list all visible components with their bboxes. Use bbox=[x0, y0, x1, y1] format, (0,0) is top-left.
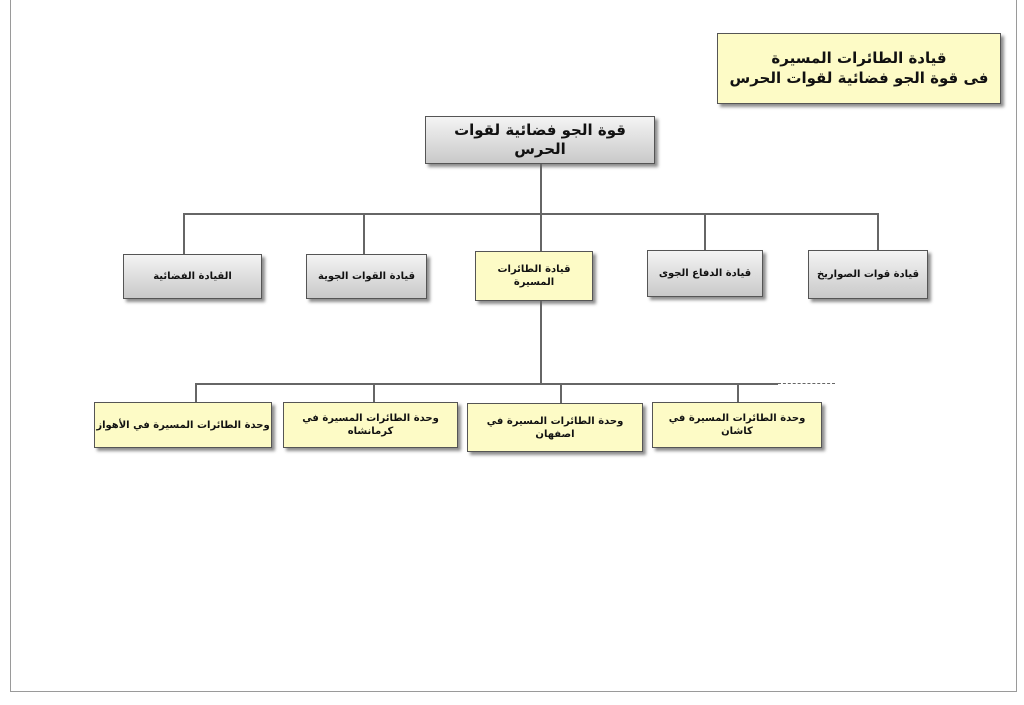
connector bbox=[540, 164, 542, 214]
command-node-missiles: قيادة قوات الصواريخ bbox=[808, 250, 928, 299]
connector bbox=[195, 383, 197, 402]
connector bbox=[183, 213, 878, 215]
connector bbox=[373, 383, 375, 402]
page-frame bbox=[10, 0, 1017, 692]
command-node-air-defense: قيادة الدفاع الجوى bbox=[647, 250, 763, 297]
command-node-air-forces: قيادة القوات الجوية bbox=[306, 254, 427, 299]
connector bbox=[704, 213, 706, 250]
legend-line-1: قيادة الطائرات المسيرة bbox=[771, 49, 947, 67]
connector bbox=[540, 213, 542, 251]
root-node: قوة الجو فضائية لقوات الحرس bbox=[425, 116, 655, 164]
connector bbox=[363, 213, 365, 254]
unit-node-kermanshah: وحدة الطائرات المسيرة في كرمانشاه bbox=[283, 402, 458, 448]
legend-line-2: فى قوة الجو فضائية لقوات الحرس bbox=[729, 68, 989, 87]
unit-node-ahvaz: وحدة الطائرات المسيرة في الأهواز bbox=[94, 402, 272, 448]
command-node-drones: قيادة الطائرات المسيرة bbox=[475, 251, 593, 301]
connector bbox=[183, 213, 185, 254]
connector bbox=[877, 213, 879, 250]
legend-box: قيادة الطائرات المسيرة فى قوة الجو فضائي… bbox=[717, 33, 1001, 104]
connector bbox=[560, 383, 562, 403]
dashed-connector bbox=[778, 383, 835, 384]
connector bbox=[195, 383, 778, 385]
command-node-space: القيادة الفضائية bbox=[123, 254, 262, 299]
unit-node-kashan: وحدة الطائرات المسيرة في كاشان bbox=[652, 402, 822, 448]
connector bbox=[540, 301, 542, 384]
unit-node-isfahan: وحدة الطائرات المسيرة في اصفهان bbox=[467, 403, 643, 452]
connector bbox=[737, 383, 739, 402]
